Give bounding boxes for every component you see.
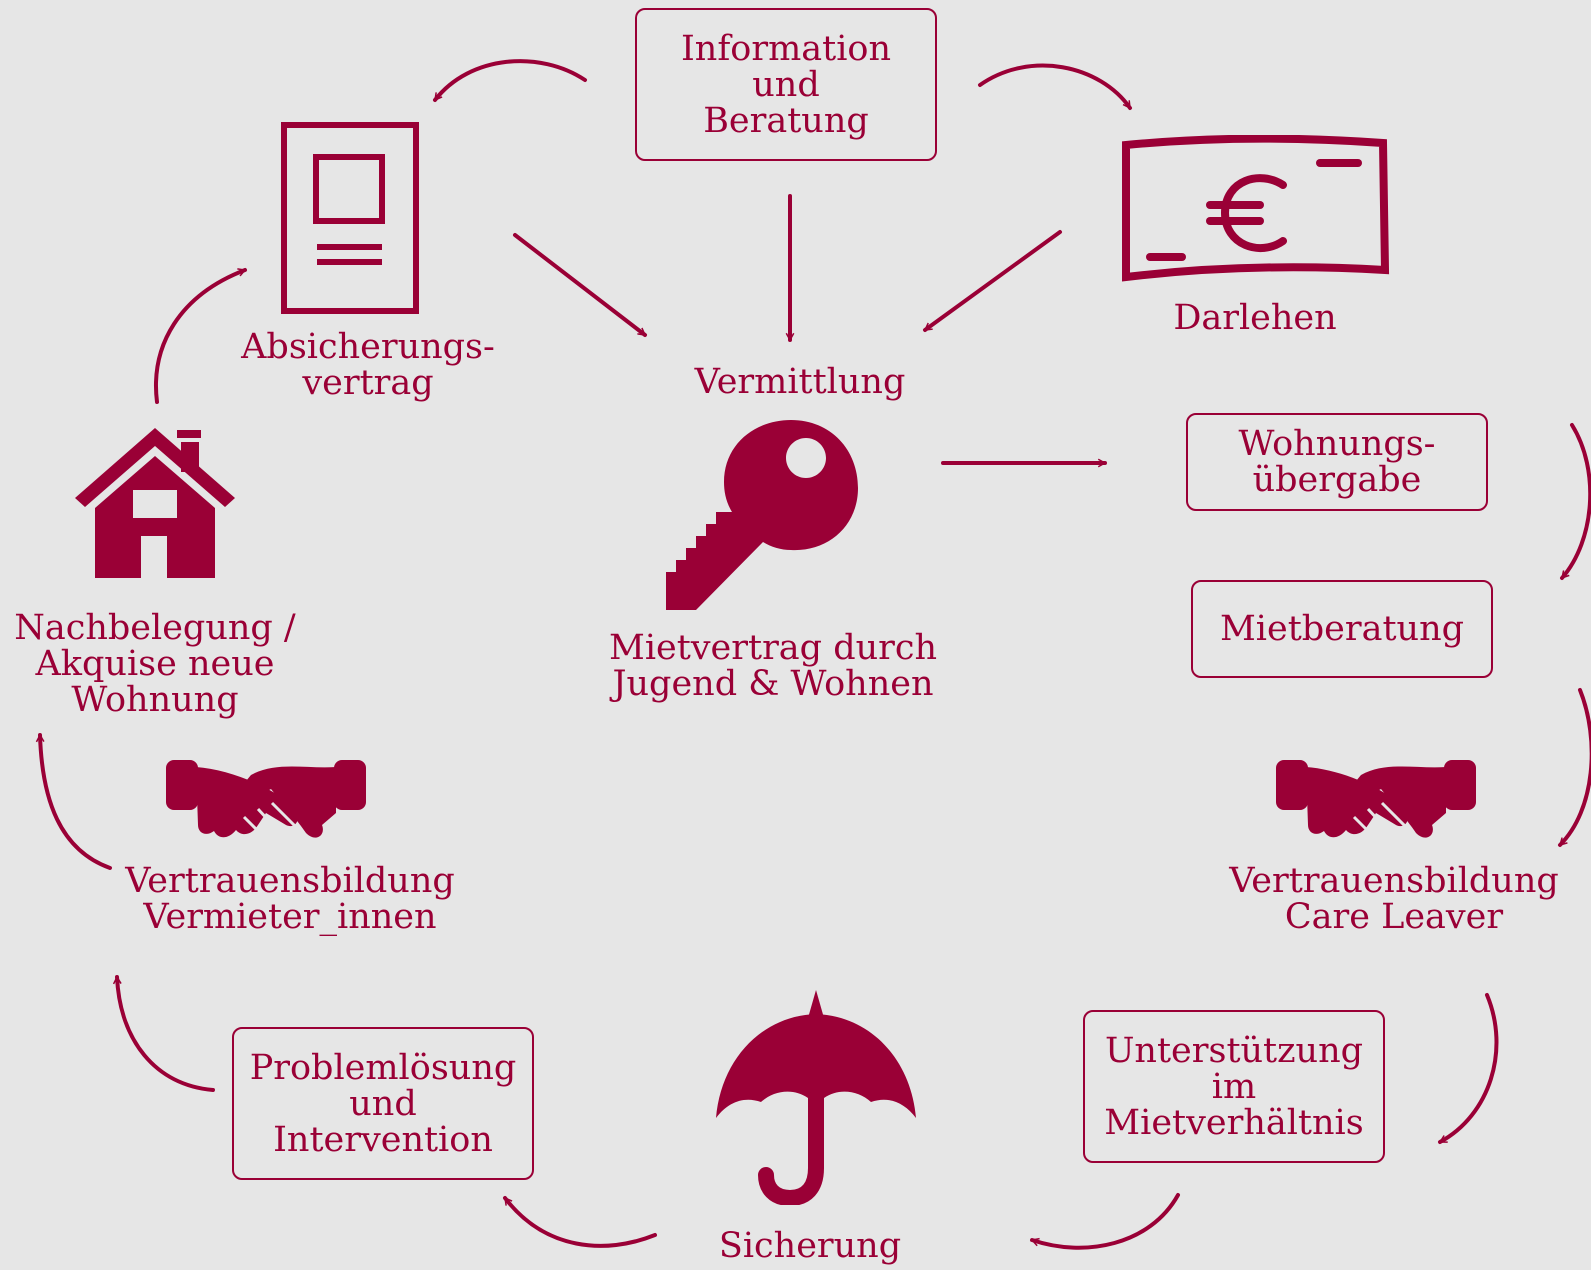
- arrow-vertrauen-care-to-unterstuetzung: [1438, 993, 1499, 1144]
- arrow-problemloesung-to-vertrauen-vermieter: [117, 975, 215, 1092]
- node-unterstuetzung-mietverhaeltnis: Unterstützung im Mietverhältnis: [1083, 1010, 1385, 1163]
- arrow-absicherung-to-vermittlung: [513, 233, 647, 337]
- key-icon: [666, 420, 858, 610]
- arrow-vertrauen-vermieter-to-nachbelegung: [40, 733, 112, 870]
- document-icon: [281, 122, 419, 314]
- node-problemloesung-intervention: Problemlösung und Intervention: [232, 1027, 534, 1180]
- node-darlehen: Darlehen: [1173, 298, 1337, 338]
- node-absicherungsvertrag: Absicherungs- vertrag: [241, 327, 495, 403]
- arrow-wohnungsuebergabe-to-mietberatung: [1560, 423, 1591, 580]
- arrow-info-to-absicherung: [433, 59, 587, 102]
- arrow-unterstuetzung-to-sicherung: [1030, 1193, 1180, 1250]
- node-vertrauensbildung-vermieter: Vertrauensbildung Vermieter_innen: [125, 861, 455, 937]
- node-wohnungsuebergabe: Wohnungs- übergabe: [1186, 413, 1488, 511]
- arrow-mietberatung-to-vertrauen-care: [1558, 688, 1591, 847]
- node-mietvertrag: Mietvertrag durch Jugend & Wohnen: [608, 628, 938, 704]
- node-sicherung: Sicherung: [718, 1226, 902, 1266]
- umbrella-icon: [716, 990, 916, 1205]
- node-nachbelegung-akquise: Nachbelegung / Akquise neue Wohnung: [14, 608, 296, 720]
- house-icon: [75, 428, 235, 578]
- arrow-sicherung-to-problemloesung: [503, 1196, 657, 1248]
- node-vermittlung: Vermittlung: [694, 362, 906, 402]
- handshake-icon: [1276, 760, 1476, 841]
- euro-banknote-icon: [1122, 135, 1390, 282]
- arrow-info-to-darlehen: [978, 63, 1132, 110]
- node-mietberatung: Mietberatung: [1191, 580, 1493, 678]
- node-information-beratung: Information und Beratung: [635, 8, 937, 161]
- handshake-icon: [166, 760, 366, 841]
- node-vertrauensbildung-care-leaver: Vertrauensbildung Care Leaver: [1229, 861, 1559, 937]
- arrow-darlehen-to-vermittlung: [923, 230, 1062, 332]
- arrow-nachbelegung-to-absicherung: [154, 268, 247, 404]
